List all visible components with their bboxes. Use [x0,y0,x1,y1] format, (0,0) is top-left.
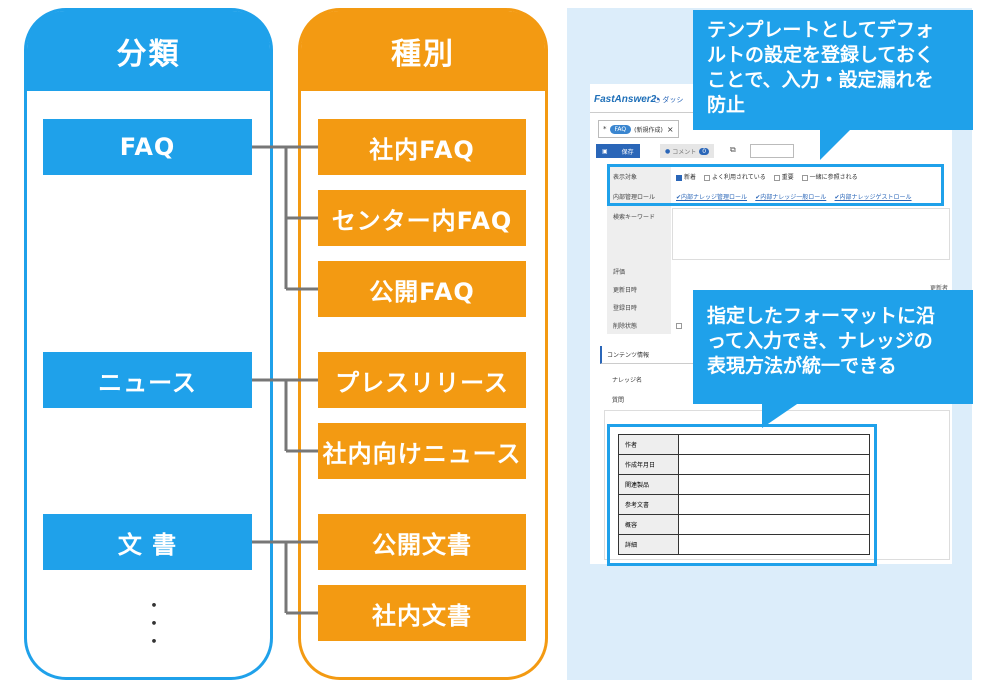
nav-dashboard-label: ダッシ [662,96,684,104]
role-list: ✔内部ナレッジ管理ロール ✔内部ナレッジ一般ロール ✔内部ナレッジゲストロール [676,192,912,201]
callout-top-line: ことで、入力・設定漏れを [707,69,934,91]
type-internal-news: 社内向けニュース [318,423,526,479]
type-public-document: 公開文書 [318,514,526,570]
comment-icon: ● [665,147,671,155]
dashboard-icon: ◔ [654,96,661,104]
display-options: 新着 よく利用されている 重要 一緒に参照される [676,172,858,181]
table-row: 作者 [618,434,870,455]
option-popular-label: よく利用されている [711,174,766,181]
type-header: 種別 [301,11,545,91]
row-knowledge-name: ナレッジ名 [600,370,720,388]
label-rating: 評価 [607,262,671,280]
role-general[interactable]: ✔内部ナレッジ一般ロール [755,194,827,201]
comment-count: 0 [699,147,710,155]
checkbox-related[interactable] [801,174,808,181]
connector-news [252,378,318,453]
checkbox-popular[interactable] [703,174,710,181]
callout-top-line: 防止 [707,94,746,116]
option-important-label: 重要 [781,174,794,181]
callout-bottom-line: 表現方法が統一できる [707,355,897,377]
classification-faq: FAQ [43,119,252,175]
checkbox-new[interactable] [676,174,682,181]
callout-bottom-line: 指定したフォーマットに沿 [707,305,936,327]
option-new[interactable]: 新着 [676,174,696,181]
highlight-template-table [607,424,877,566]
option-new-label: 新着 [684,174,697,181]
label-display-target: 表示対象 [607,166,671,186]
type-internal-document: 社内文書 [318,585,526,641]
type-public-faq: 公開FAQ [318,261,526,317]
highlight-settings [607,164,944,206]
table-key: 作者 [618,434,679,455]
updater-label: 更新者 [930,285,949,292]
classification-news: ニュース [43,352,252,408]
callout-top-line: ルトの設定を登録しておく [707,44,934,66]
type-press-release: プレスリリース [318,352,526,408]
save-icon: ▣ [602,147,608,155]
classification-documents: 文 書 [43,514,252,570]
copy-icon[interactable]: ⧉ [730,145,736,154]
comment-button[interactable]: ● コメント 0 [660,144,715,158]
template-table: 作者 作成年月日 関連製品 参考文書 概容 詳細 [618,434,870,555]
nav-dashboard[interactable]: ◔ ダッシ [654,95,683,105]
save-button[interactable]: ▣ 保存 [596,144,640,158]
knowledge-name-label: ナレッジ名 [612,376,643,384]
callout-bottom-pointer [762,402,800,428]
connector-docs [252,540,318,615]
toolbar-menu[interactable] [750,144,794,158]
tab-marker: * [603,125,607,133]
table-key: 作成年月日 [618,454,679,475]
tab-close-icon[interactable]: × [666,124,674,134]
table-key: 詳細 [618,534,679,555]
callout-format-unified: 指定したフォーマットに沿 って入力でき、ナレッジの 表現方法が統一できる [693,290,973,404]
tab-pill: FAQ [609,124,632,134]
tab-label: (新規作成) [634,126,663,134]
callout-top-line: テンプレートとしてデフォ [707,19,934,41]
search-keyword-input[interactable] [672,208,950,260]
type-center-faq: センター内FAQ [318,190,526,246]
tab-faq-new[interactable]: * FAQ (新規作成) × [598,120,679,138]
role-admin[interactable]: ✔内部ナレッジ管理ロール [676,194,748,201]
classification-header: 分類 [27,11,270,91]
table-row: 詳細 [618,534,870,555]
label-internal-role: 内部管理ロール [607,186,671,206]
option-popular[interactable]: よく利用されている [703,174,766,181]
label-deleted: 削除状態 [607,316,671,334]
label-registered: 登録日時 [607,298,671,316]
option-important[interactable]: 重要 [773,174,794,181]
label-search-keyword: 検索キーワード [607,206,671,262]
callout-template-default: テンプレートとしてデフォ ルトの設定を登録しておく ことで、入力・設定漏れを 防… [693,10,973,130]
label-updated: 更新日時 [607,280,671,298]
role-guest[interactable]: ✔内部ナレッジゲストロール [834,194,912,201]
connector-faq [252,145,318,291]
question-label: 質問 [612,396,625,404]
option-related[interactable]: 一緒に参照される [801,174,858,181]
type-internal-faq: 社内FAQ [318,119,526,175]
row-question: 質問 [600,390,720,408]
section-title: コンテンツ情報 [607,352,650,359]
callout-bottom-line: って入力でき、ナレッジの [707,330,933,352]
table-value-cell[interactable] [678,534,870,555]
option-related-label: 一緒に参照される [809,174,858,181]
checkbox-important[interactable] [773,174,780,181]
comment-label: コメント [672,148,697,156]
table-row: 作成年月日 [618,454,870,475]
deleted-checkbox[interactable] [676,322,684,330]
app-logo: FastAnswer2 [594,94,657,105]
save-label: 保存 [621,148,634,156]
callout-top-pointer [820,128,852,160]
